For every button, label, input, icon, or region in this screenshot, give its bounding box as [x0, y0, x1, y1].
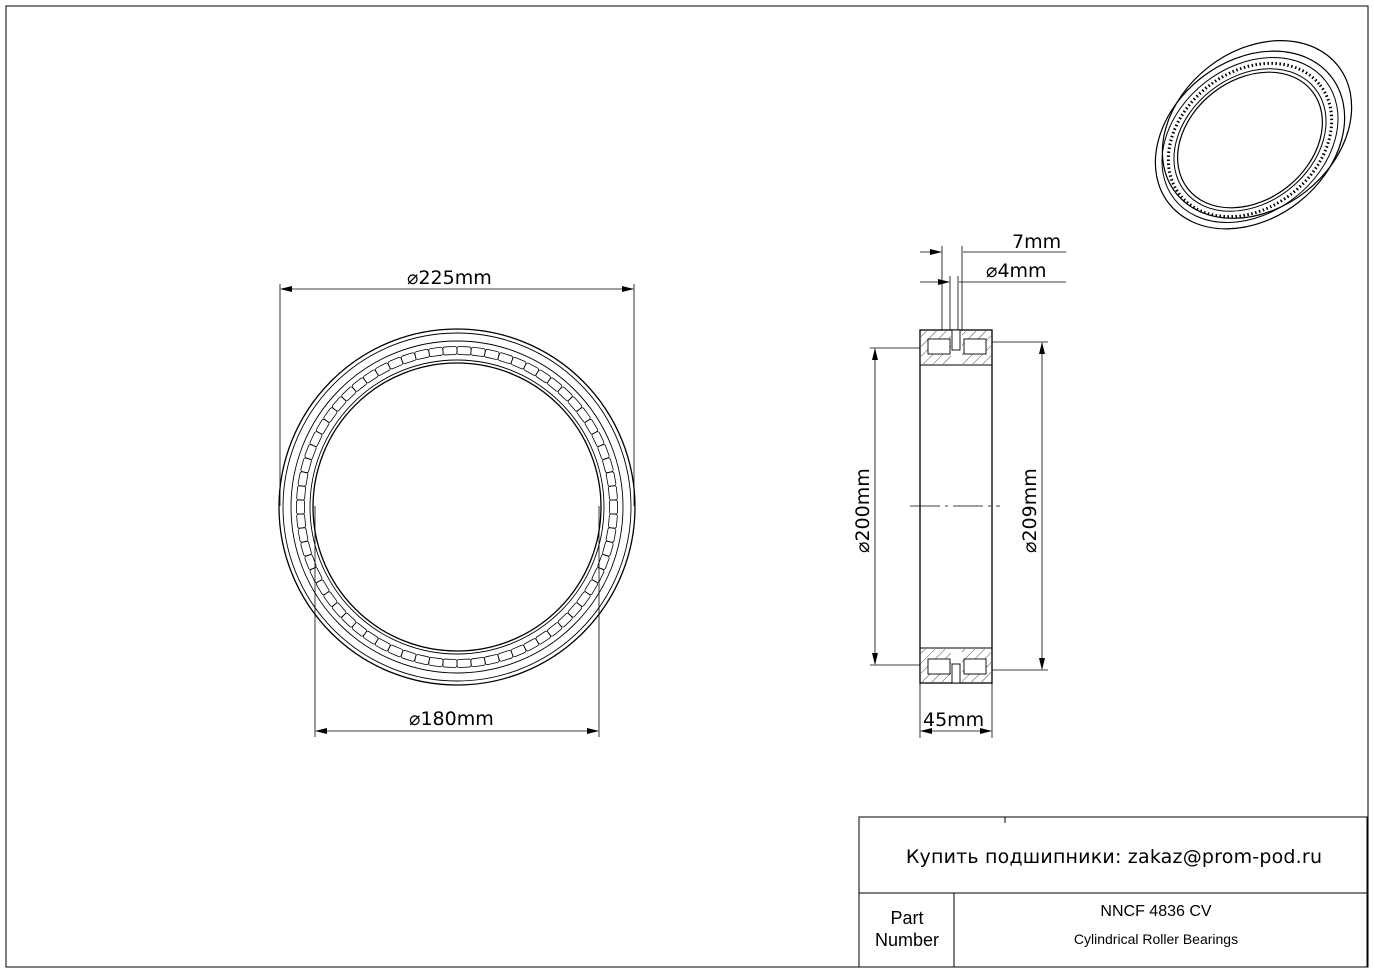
- roller: [557, 386, 573, 402]
- roller: [576, 407, 591, 423]
- bearing-section-outline: [919, 329, 993, 684]
- part-number-value: NNCF 4836 CV: [1100, 903, 1212, 920]
- front-dimensions: [279, 284, 635, 737]
- title-block: [858, 816, 1368, 968]
- roller: [605, 471, 617, 487]
- roller: [442, 658, 458, 668]
- dimension-outer-diameter: ⌀225mm: [407, 267, 492, 289]
- section-dimensions: [870, 246, 1066, 738]
- roller-set: [296, 346, 618, 668]
- roller: [414, 654, 430, 666]
- roller: [297, 471, 309, 487]
- roller: [456, 346, 472, 356]
- roller: [605, 527, 617, 543]
- roller: [597, 444, 610, 460]
- dimension-7mm: 7mm: [1012, 231, 1061, 253]
- roller: [297, 527, 309, 543]
- part-description: Cylindrical Roller Bearings: [1073, 931, 1239, 947]
- inner-ring-edge: [312, 362, 602, 652]
- roller: [414, 348, 430, 360]
- dimension-4mm: ⌀4mm: [986, 260, 1047, 282]
- roller: [576, 591, 591, 607]
- roller: [602, 457, 614, 474]
- roller: [456, 658, 472, 668]
- dimension-200mm: ⌀200mm: [852, 468, 874, 553]
- roller: [300, 540, 312, 557]
- roller: [609, 499, 618, 515]
- dimension-inner-diameter: ⌀180mm: [409, 708, 494, 730]
- roller: [331, 602, 347, 618]
- roller: [300, 457, 312, 474]
- sheet-border: [5, 5, 1369, 968]
- roller: [296, 513, 306, 529]
- roller: [567, 396, 583, 412]
- top-lube-hole: [951, 329, 961, 351]
- title-block-frame: [858, 816, 1368, 968]
- roller: [567, 602, 583, 618]
- roller: [608, 513, 618, 529]
- top-roller-right: [963, 338, 987, 355]
- top-roller-left: [927, 338, 951, 355]
- roller: [296, 485, 306, 501]
- roller: [341, 612, 357, 628]
- bottom-lube-hole: [951, 663, 961, 684]
- inner-raceway: [309, 359, 605, 655]
- roller: [608, 485, 618, 501]
- part-number-label: Part Number: [874, 908, 940, 950]
- dimension-209mm: ⌀209mm: [1019, 468, 1041, 553]
- roller: [316, 418, 330, 435]
- front-view: [278, 328, 636, 686]
- roller: [341, 386, 357, 402]
- roller: [584, 579, 598, 596]
- roller: [547, 377, 563, 392]
- bottom-roller-left: [927, 658, 951, 675]
- roller: [470, 657, 486, 668]
- roller: [442, 346, 458, 356]
- roller: [547, 622, 563, 637]
- roller: [323, 407, 338, 423]
- outer-ring-edge-2: [282, 332, 632, 682]
- dimension-45mm: 45mm: [923, 709, 984, 731]
- section-view: [910, 329, 1000, 684]
- isometric-view: [1154, 39, 1353, 230]
- bottom-roller-right: [963, 658, 987, 675]
- roller: [484, 654, 500, 666]
- roller: [470, 346, 486, 357]
- roller: [351, 622, 367, 637]
- roller: [296, 499, 305, 515]
- roller: [557, 612, 573, 628]
- roller: [323, 591, 338, 607]
- outer-raceway: [290, 340, 624, 674]
- roller: [428, 657, 444, 668]
- roller: [331, 396, 347, 412]
- contact-text: Купить подшипники: zakaz@prom-pod.ru: [905, 846, 1323, 868]
- roller: [602, 540, 614, 557]
- roller: [484, 348, 500, 360]
- roller: [428, 346, 444, 357]
- outer-ring-edge: [278, 328, 636, 686]
- roller: [351, 377, 367, 392]
